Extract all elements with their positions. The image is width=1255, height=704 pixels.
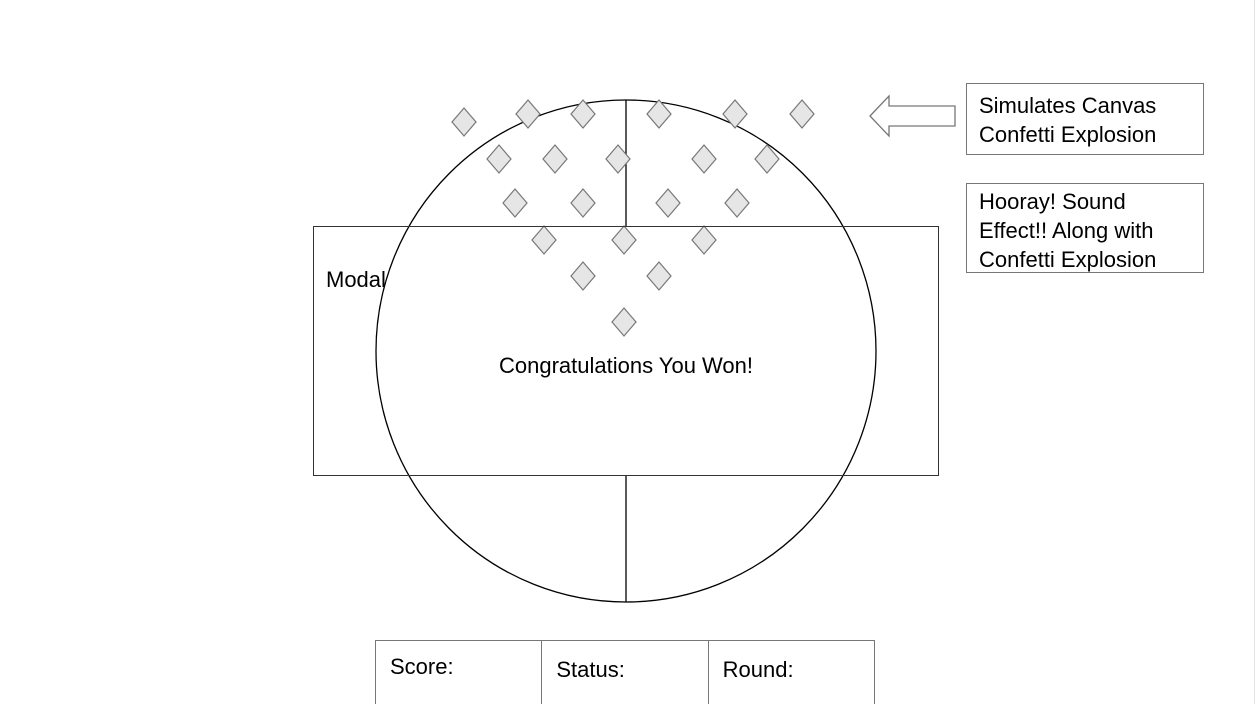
confetti-diamond [655, 188, 681, 218]
round-cell: Round: [709, 641, 874, 704]
scorebar: Score: Status: Round: [375, 640, 875, 704]
confetti-diamond [515, 99, 541, 129]
confetti-diamond [570, 261, 596, 291]
left-arrow-icon [869, 94, 956, 138]
status-label: Status: [556, 657, 625, 682]
confetti-diamond [570, 188, 596, 218]
confetti-diamond [722, 99, 748, 129]
confetti-diamond [611, 225, 637, 255]
confetti-diamond [646, 99, 672, 129]
confetti-group [451, 99, 815, 337]
score-label: Score: [390, 654, 454, 679]
confetti-diamond [486, 144, 512, 174]
confetti-diamond [646, 261, 672, 291]
confetti-annotation: Simulates Canvas Confetti Explosion [966, 83, 1204, 155]
confetti-diamond [531, 225, 557, 255]
confetti-diamond [754, 144, 780, 174]
confetti-diamond [502, 188, 528, 218]
round-label: Round: [722, 657, 794, 682]
confetti-diamond [789, 99, 815, 129]
confetti-diamond [451, 107, 477, 137]
congratulations-message: Congratulations You Won! [499, 353, 753, 378]
confetti-diamond [605, 144, 631, 174]
status-cell: Status: [542, 641, 709, 704]
confetti-diamond [691, 144, 717, 174]
confetti-diamond [570, 99, 596, 129]
confetti-diamond [611, 307, 637, 337]
modal-label: Modal [326, 267, 386, 292]
sound-annotation: Hooray! Sound Effect!! Along with Confet… [966, 183, 1204, 273]
confetti-diamond [542, 144, 568, 174]
modal-dialog: Modal Congratulations You Won! [313, 226, 939, 476]
confetti-diamond [691, 225, 717, 255]
confetti-diamond [724, 188, 750, 218]
score-cell: Score: [376, 641, 543, 704]
